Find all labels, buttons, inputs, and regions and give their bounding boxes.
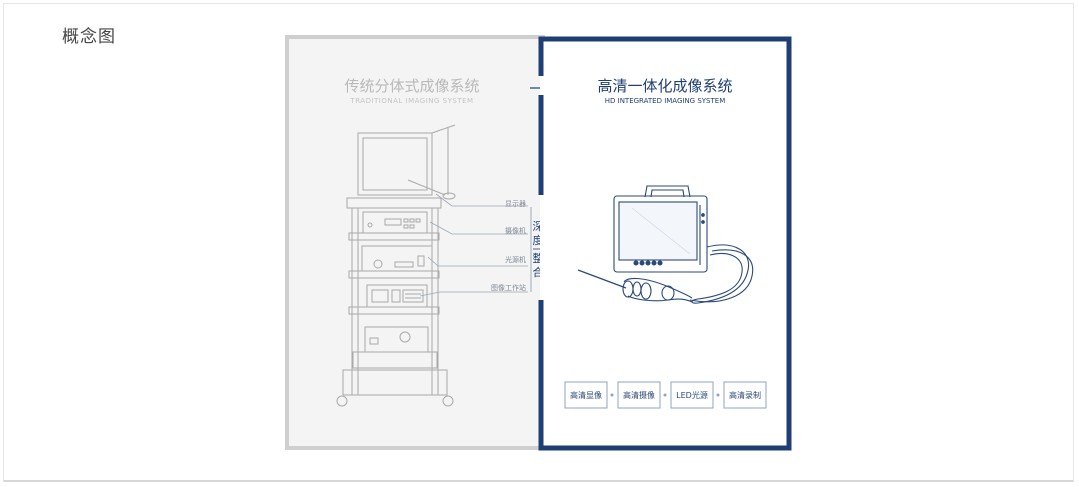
feature-box-hd-recording <box>723 381 767 409</box>
right-title: 高清一体化成像系统 <box>597 77 732 95</box>
page-caption: 概念图 <box>62 27 116 47</box>
side-char-4: 合 <box>533 265 544 279</box>
side-char-3: 整 <box>533 251 544 265</box>
right-panel: 高清一体化成像系统 HD INTEGRATED IMAGING SYSTEM <box>538 36 792 451</box>
separator-dot <box>610 393 614 397</box>
left-subtitle: TRADITIONAL IMAGING SYSTEM <box>349 97 473 105</box>
traditional-cart-illustration <box>336 124 456 407</box>
label-monitor: 显示器 <box>505 200 526 208</box>
feature-hd-recording: 高清录制 <box>729 390 761 400</box>
left-panel: 传统分体式成像系统 TRADITIONAL IMAGING SYSTEM <box>285 35 545 450</box>
feature-box-hd-camera <box>617 381 661 409</box>
label-camera: 摄像机 <box>505 226 526 235</box>
integrated-device-illustration <box>577 185 754 304</box>
callout-lines <box>419 193 528 297</box>
label-light-source: 光源机 <box>505 255 526 264</box>
page-frame <box>3 3 1074 482</box>
feature-box-led-light <box>670 381 714 409</box>
feature-led-light: LED光源 <box>676 390 708 400</box>
separator-dot <box>716 393 720 397</box>
label-workstation: 图像工作站 <box>491 283 526 292</box>
feature-box-hd-display <box>564 381 608 409</box>
left-title: 传统分体式成像系统 <box>344 77 479 95</box>
feature-hd-display: 高清显像 <box>570 390 602 400</box>
right-subtitle: HD INTEGRATED IMAGING SYSTEM <box>605 97 726 105</box>
side-char-1: 深 <box>533 220 544 233</box>
separator-dot <box>663 393 667 397</box>
feature-boxes: 高清显像 高清摄像 LED光源 高清录制 <box>564 381 767 409</box>
feature-hd-camera: 高清摄像 <box>623 390 655 400</box>
side-char-2: 度 <box>533 233 544 247</box>
